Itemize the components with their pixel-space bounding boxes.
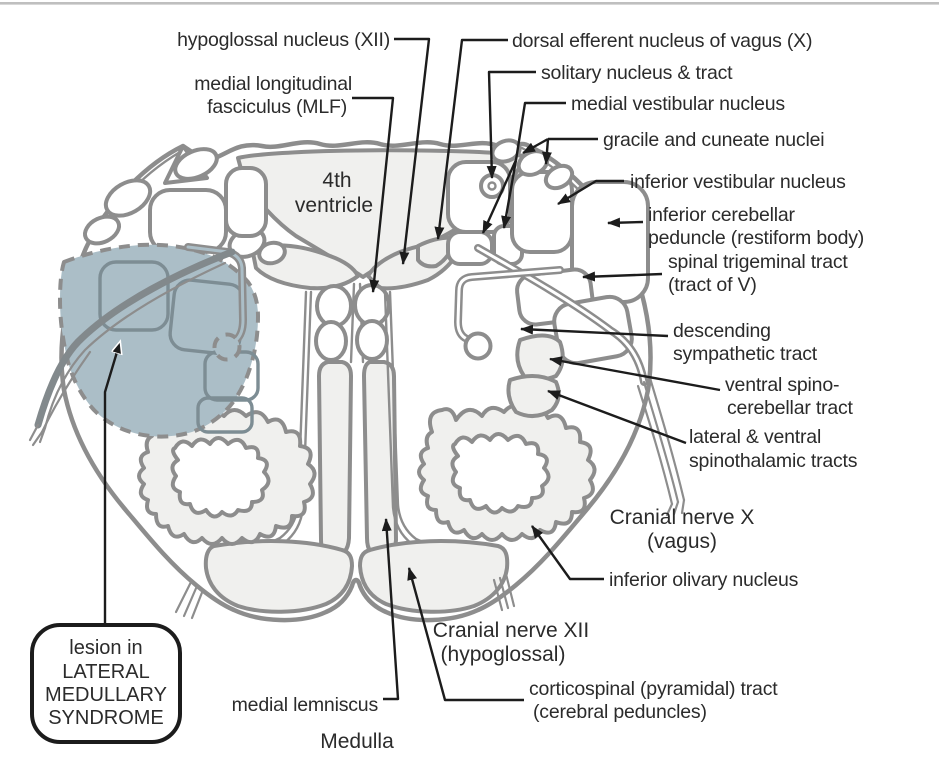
leader-arrows bbox=[103, 37, 721, 702]
lesion-box-line2: LATERAL bbox=[62, 661, 149, 683]
arrow-corticospinal bbox=[407, 567, 524, 702]
lesion-box-line4: SYNDROME bbox=[48, 707, 164, 729]
arrow-medial-vestibular-a bbox=[481, 159, 518, 234]
label-inferior-olivary: inferior olivary nucleus bbox=[609, 569, 799, 591]
label-fourth-ventricle-line2: ventricle bbox=[295, 194, 373, 217]
right-pyramid bbox=[358, 539, 510, 614]
label-desc-symp-line2: sympathetic tract bbox=[673, 343, 818, 365]
label-cranial-nerve-xii-line1: Cranial nerve XII bbox=[433, 619, 589, 642]
ventral-spinocerebellar-shape bbox=[515, 333, 565, 382]
medial-lemniscus-left-band bbox=[317, 360, 353, 558]
arrow-desc-sympathetic bbox=[520, 324, 669, 338]
label-corticospinal-line2: (cerebral peduncles) bbox=[533, 701, 707, 723]
label-icp-line1: inferior cerebellar bbox=[648, 204, 796, 226]
label-hypoglossal-nucleus: hypoglossal nucleus (XII) bbox=[177, 29, 390, 51]
label-icp-line2: peduncle (restiform body) bbox=[648, 227, 864, 249]
label-mlf-line1: medial longitudinal bbox=[194, 73, 352, 95]
lesion-box-outline bbox=[30, 623, 182, 744]
arrow-ventral-spinocerebellar bbox=[549, 356, 721, 392]
left-olive bbox=[137, 408, 317, 546]
label-medial-vestibular: medial vestibular nucleus bbox=[571, 93, 785, 115]
right-olive bbox=[417, 404, 597, 542]
label-corticospinal-line1: corticospinal (pyramidal) tract bbox=[529, 678, 778, 700]
label-spinothalamic-line2: spinothalamic tracts bbox=[689, 450, 858, 472]
arrow-spinothalamic bbox=[547, 389, 687, 445]
arrow-mlf bbox=[352, 96, 395, 293]
lesion-box-line3: MEDULLARY bbox=[45, 684, 167, 706]
cn12-rootlets bbox=[174, 572, 516, 620]
label-medulla-caption: Medulla bbox=[320, 730, 394, 753]
label-inferior-vestibular: inferior vestibular nucleus bbox=[630, 171, 846, 193]
label-cranial-nerve-xii-line2: (hypoglossal) bbox=[441, 643, 566, 666]
figure-labels: hypoglossal nucleus (XII) medial longitu… bbox=[177, 29, 864, 753]
left-dorsal-nuclei bbox=[82, 144, 268, 254]
top-border-rule bbox=[0, 2, 939, 5]
label-spinal-trigeminal-line2: (tract of V) bbox=[668, 274, 757, 296]
label-vsc-line2: cerebellar tract bbox=[727, 397, 854, 419]
arrow-lesion bbox=[103, 342, 120, 624]
arrow-gracile-b bbox=[541, 138, 552, 165]
label-desc-symp-line1: descending bbox=[673, 320, 771, 342]
label-dorsal-vagus: dorsal efferent nucleus of vagus (X) bbox=[512, 30, 812, 52]
label-spinal-trigeminal-line1: spinal trigeminal tract bbox=[668, 251, 848, 273]
right-vagus-fibres bbox=[474, 244, 686, 517]
label-gracile-cuneate: gracile and cuneate nuclei bbox=[603, 129, 824, 151]
lesion-box: lesion in LATERAL MEDULLARY SYNDROME bbox=[30, 623, 182, 744]
label-spinothalamic-line1: lateral & ventral bbox=[689, 426, 821, 448]
arrow-medial-vestibular-stem bbox=[514, 101, 566, 161]
label-medial-lemniscus: medial lemniscus bbox=[232, 694, 379, 716]
arrow-spinal-trigeminal bbox=[582, 271, 663, 282]
arrow-medial-vestibular-b bbox=[501, 159, 518, 229]
arrow-inferior-olivary bbox=[531, 525, 604, 581]
spinothalamic-shape bbox=[506, 374, 561, 418]
medulla-outline bbox=[59, 140, 653, 623]
arrow-medial-lemniscus bbox=[381, 518, 400, 701]
label-vsc-line1: ventral spino- bbox=[725, 374, 839, 396]
arrow-inferior-vestibular bbox=[557, 179, 624, 206]
medulla-anatomy bbox=[28, 138, 686, 623]
arrow-gracile-a bbox=[522, 137, 549, 155]
lesion-box-line1: lesion in bbox=[69, 637, 142, 659]
right-hook-tract bbox=[453, 266, 564, 361]
arrow-solitary bbox=[486, 70, 536, 179]
arrow-dorsal-vagus bbox=[434, 38, 508, 240]
label-fourth-ventricle-line1: 4th bbox=[322, 169, 351, 192]
label-cranial-nerve-x-line1: Cranial nerve X bbox=[610, 506, 755, 529]
left-vagus-fibres bbox=[28, 248, 236, 447]
left-pyramid bbox=[203, 539, 354, 614]
arrow-icp bbox=[607, 217, 644, 228]
label-cranial-nerve-x-line2: (vagus) bbox=[647, 530, 717, 553]
label-solitary: solitary nucleus & tract bbox=[541, 62, 733, 84]
label-mlf-line2: fasciculus (MLF) bbox=[207, 96, 347, 118]
lesion-region bbox=[58, 242, 260, 439]
arrow-hypoglossal bbox=[394, 37, 431, 265]
medial-vestibular-nucleus-shape bbox=[446, 160, 512, 234]
